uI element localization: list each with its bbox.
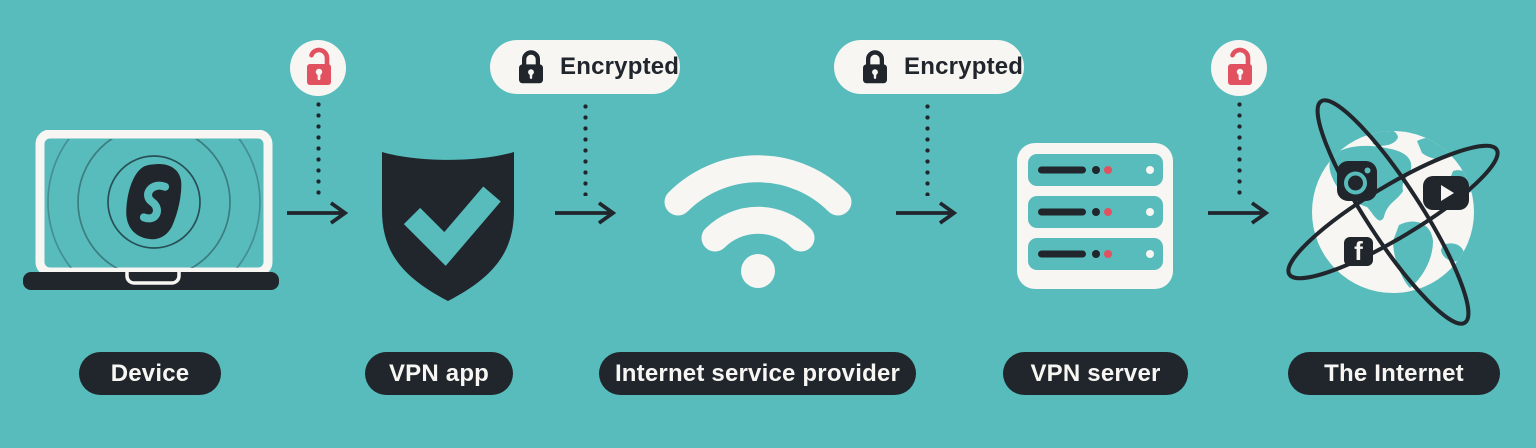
locked-padlock-icon xyxy=(863,50,887,84)
wifi-icon xyxy=(664,155,852,288)
unlocked-padlock-icon xyxy=(1228,47,1252,85)
locked-padlock-icon xyxy=(519,50,543,84)
instagram-icon xyxy=(1337,161,1377,201)
orbit-ring xyxy=(1315,98,1471,326)
dotted-line xyxy=(1236,99,1242,196)
surfshark-logo-icon xyxy=(126,164,182,240)
arrow-right-icon xyxy=(555,201,617,225)
arrow-right-icon xyxy=(287,201,349,225)
encrypted-badge: Encrypted xyxy=(834,40,1024,94)
facebook-f-glyph: f xyxy=(1354,235,1363,266)
node-label-device: Device xyxy=(79,352,221,395)
youtube-icon xyxy=(1423,176,1469,210)
encrypted-label: Encrypted xyxy=(560,53,680,80)
orbit-ring xyxy=(1286,143,1500,281)
unlocked-padlock-badge xyxy=(290,40,346,96)
shield-check-icon xyxy=(382,152,514,301)
node-label-the-internet: The Internet xyxy=(1288,352,1500,395)
encrypted-label: Encrypted xyxy=(904,53,1024,80)
dotted-line xyxy=(924,101,930,196)
node-label-isp: Internet service provider xyxy=(599,352,916,395)
dotted-line xyxy=(582,101,588,196)
unlocked-padlock-icon xyxy=(307,47,331,85)
arrow-right-icon xyxy=(1208,201,1270,225)
dotted-line xyxy=(315,99,321,196)
server-icon xyxy=(1017,143,1173,289)
radar-rings xyxy=(45,139,263,268)
laptop-icon xyxy=(23,130,279,290)
server-slot xyxy=(1028,196,1163,228)
encrypted-badge: Encrypted xyxy=(490,40,680,94)
facebook-icon: f xyxy=(1344,237,1373,266)
unlocked-padlock-badge xyxy=(1211,40,1267,96)
server-slot xyxy=(1028,238,1163,270)
node-label-vpn-server: VPN server xyxy=(1003,352,1188,395)
arrow-right-icon xyxy=(896,201,958,225)
server-slot xyxy=(1028,154,1163,186)
globe-icon xyxy=(1286,98,1500,326)
node-label-vpn-app: VPN app xyxy=(365,352,513,395)
